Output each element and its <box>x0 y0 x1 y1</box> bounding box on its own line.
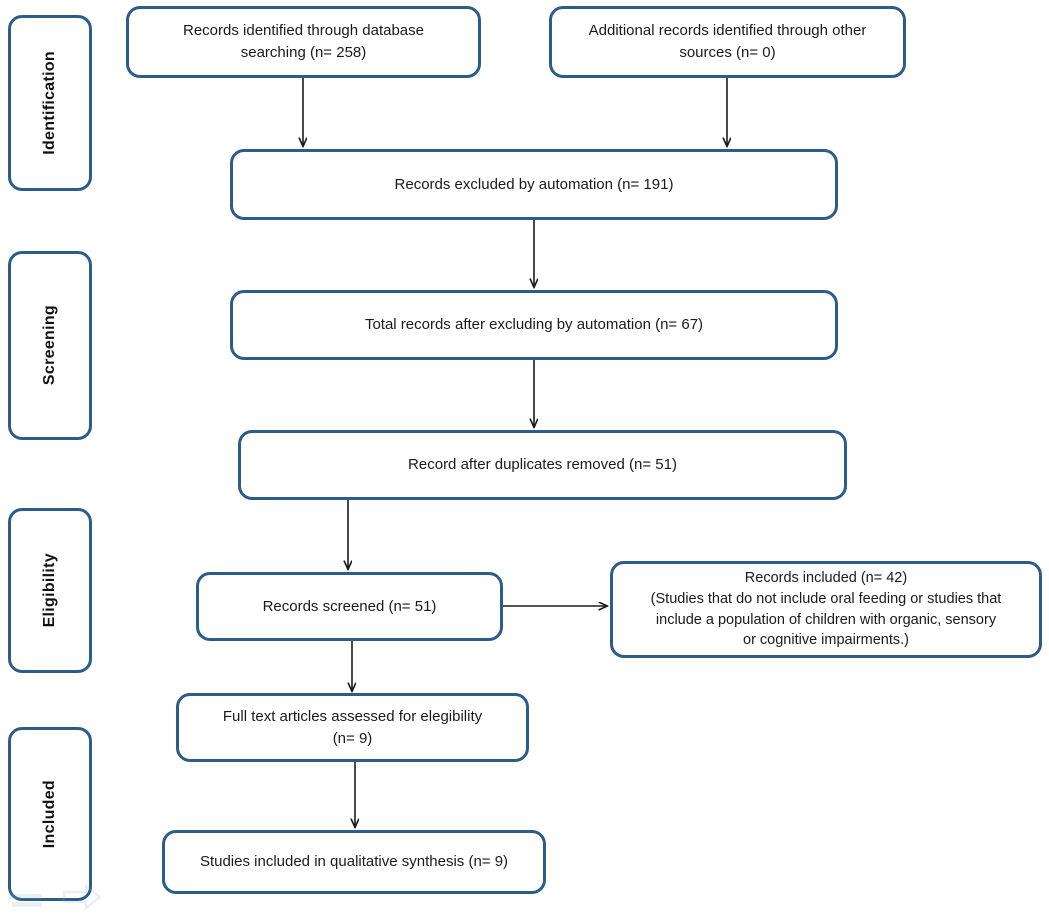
node-records-screened: Records screened (n= 51) <box>196 572 503 641</box>
stage-included: Included <box>8 727 92 901</box>
stage-identification: Identification <box>8 15 92 191</box>
node-total-records-after-automation: Total records after excluding by automat… <box>230 290 838 360</box>
node-full-text-assessed: Full text articles assessed for elegibil… <box>176 693 529 762</box>
node-record-after-duplicates: Record after duplicates removed (n= 51) <box>238 430 847 500</box>
node-records-identified: Records identified through database sear… <box>126 6 481 78</box>
stage-screening-label: Screening <box>41 305 58 386</box>
node-additional-records: Additional records identified through ot… <box>549 6 906 78</box>
stage-identification-label: Identification <box>41 51 58 155</box>
stage-included-label: Included <box>41 779 58 849</box>
stage-screening: Screening <box>8 251 92 440</box>
node-studies-included-qualitative: Studies included in qualitative synthesi… <box>162 830 546 894</box>
stage-eligibility: Eligibility <box>8 508 92 673</box>
node-records-excluded-automation: Records excluded by automation (n= 191) <box>230 149 838 220</box>
stage-eligibility-label: Eligibility <box>41 553 58 628</box>
node-records-included: Records included (n= 42) (Studies that d… <box>610 561 1042 658</box>
